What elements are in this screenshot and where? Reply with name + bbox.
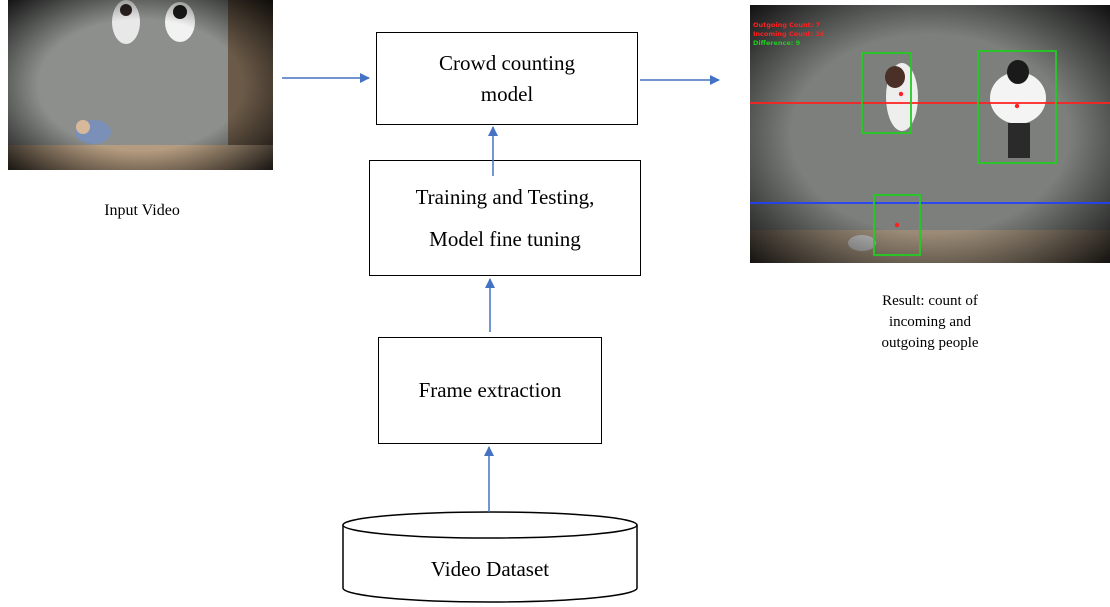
input-video-frame xyxy=(8,0,273,170)
frame-extraction-box: Frame extraction xyxy=(378,337,602,444)
crowd-model-line-1: Crowd counting xyxy=(439,51,575,76)
result-caption: Result: count of incoming and outgoing p… xyxy=(845,291,1015,354)
video-dataset-cylinder xyxy=(342,511,638,603)
difference-text: Difference: 9 xyxy=(753,39,801,47)
outgoing-count-text: Outgoing Count: 7 xyxy=(753,21,820,29)
video-dataset-label: Video Dataset xyxy=(430,557,550,581)
result-caption-line-1: Result: count of xyxy=(882,293,978,309)
frame-extraction-label: Frame extraction xyxy=(418,378,562,403)
training-line-2: Model fine tuning xyxy=(429,227,581,251)
result-caption-line-3: outgoing people xyxy=(881,335,979,351)
crowd-model-line-2: model xyxy=(480,81,534,106)
input-video-caption: Input Video xyxy=(104,202,180,219)
incoming-count-text: Incoming Count: 16 xyxy=(753,30,825,38)
training-testing-box: Training and Testing, Model fine tuning xyxy=(369,160,641,276)
training-line-1: Training and Testing, xyxy=(415,184,595,209)
crowd-counting-model-box: Crowd counting model xyxy=(376,32,638,125)
result-frame: Outgoing Count: 7 Incoming Count: 16 Dif… xyxy=(750,5,1110,263)
result-caption-line-2: incoming and xyxy=(888,314,972,330)
